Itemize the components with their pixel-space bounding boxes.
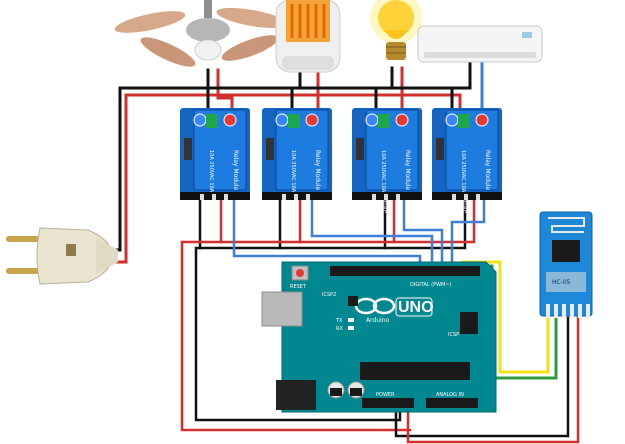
mains-power-plug-icon: [6, 227, 118, 285]
bt-label: HC-05: [552, 279, 571, 286]
hc05-bluetooth-module: HC-05: [539, 211, 593, 318]
arduino-analog-label: ANALOG IN: [436, 392, 464, 398]
bt-red-wire: [406, 316, 580, 444]
relay-vcc-bus: [180, 240, 412, 432]
relay-gnd-bus: [198, 198, 387, 250]
relay-gnd-bus-3: [383, 198, 467, 250]
relay-module-2: 10A 250VAC 10A 125VAC Relay Module: [262, 108, 332, 214]
arduino-reset-label: RESET: [290, 284, 307, 290]
relay-module-1: 10A 250VAC 10A 125VAC Relay Module: [180, 108, 250, 214]
relay-vcc-link: [180, 198, 476, 244]
wires: [110, 62, 580, 444]
arduino-icsp2-label: ICSP: [448, 332, 459, 338]
power-jack: [276, 380, 316, 410]
digital-header: [330, 266, 480, 276]
light-bulb-icon: [370, 0, 422, 60]
analog-header: [426, 398, 478, 408]
relay3-signal: [402, 198, 444, 270]
relay-1-rating-text: 10A 250VAC 10A 125VAC: [208, 150, 214, 214]
relay-4-module-text: Relay Module: [484, 150, 491, 191]
arduino-model-label: UNO: [398, 299, 434, 316]
arduino-uno-board: RESET ICSP2 DIGITAL (PWM~) UNO Arduino I…: [261, 261, 497, 413]
relay2-signal: [310, 198, 434, 270]
arduino-icsp-label: ICSP2: [322, 292, 336, 298]
relay1-signal: [232, 198, 422, 270]
antenna-trace: [548, 217, 585, 233]
relay-module-3: 10A 250VAC 10A 125VAC Relay Module: [352, 108, 422, 214]
relay-4-rating-text: 10A 250VAC 10A 125VAC: [460, 150, 466, 214]
room-heater-icon: [275, 0, 341, 73]
arduino-gnd-wire: [194, 246, 402, 422]
usb-port: [261, 291, 303, 327]
mains-red-wire: [110, 93, 462, 264]
atmega-chip: [360, 362, 470, 380]
heater-wire-black: [290, 70, 302, 112]
arduino-digital-label: DIGITAL (PWM~): [410, 282, 452, 288]
ceiling-fan-icon: [114, 0, 288, 67]
fan-wire-red: [216, 68, 234, 112]
relay-2-module-text: Relay Module: [314, 150, 321, 191]
relay-module-4: 10A 250VAC 10A 125VAC Relay Module: [432, 108, 502, 214]
arduino-power-label: POWER: [376, 392, 395, 398]
air-conditioner-icon: [417, 25, 543, 63]
relay-1-module-text: Relay Module: [232, 150, 239, 191]
relay-3-module-text: Relay Module: [404, 150, 411, 191]
power-header: [362, 398, 414, 408]
relay4-signal: [450, 198, 486, 270]
small-chip: [348, 296, 358, 306]
arduino-brand-label: Arduino: [366, 317, 390, 324]
relay-modules: 10A 250VAC 10A 125VAC Relay Module 10A 2…: [180, 108, 502, 214]
bt-black-wire: [394, 316, 570, 438]
relay-3-rating-text: 10A 250VAC 10A 125VAC: [380, 150, 386, 214]
arduino-rx-label: RX: [336, 326, 343, 332]
relay-2-rating-text: 10A 250VAC 10A 125VAC: [290, 150, 296, 214]
arduino-tx-label: TX: [335, 318, 343, 324]
